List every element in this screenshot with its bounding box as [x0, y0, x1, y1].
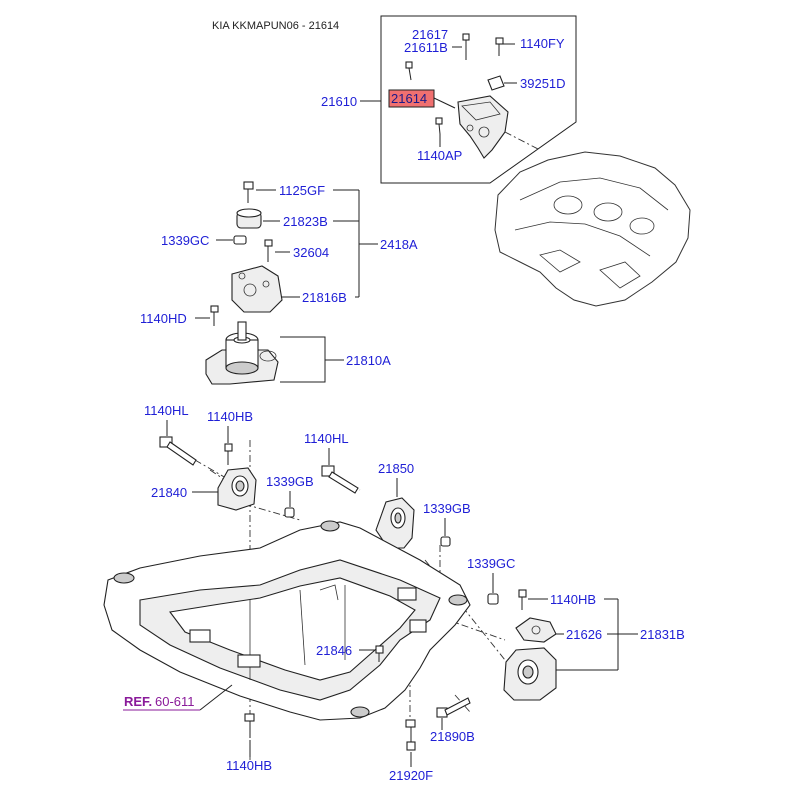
- label-ref-value[interactable]: 60-611: [155, 694, 195, 709]
- label-ref-prefix[interactable]: REF.: [124, 694, 152, 709]
- subframe-crossmember: [103, 520, 471, 721]
- bolt-21614: [405, 61, 413, 81]
- label-1125GF[interactable]: 1125GF: [279, 183, 325, 198]
- label-21626[interactable]: 21626: [566, 627, 602, 642]
- bolt-21846: [375, 645, 384, 662]
- label-21816B[interactable]: 21816B: [302, 290, 347, 305]
- label-21614[interactable]: 21614: [391, 91, 427, 106]
- bolt-32604: [264, 239, 273, 262]
- label-32604[interactable]: 32604: [293, 245, 329, 260]
- bolt-1140FY: [495, 37, 515, 56]
- bolt-1140HB-right: [518, 589, 527, 610]
- mount-21831B: [503, 647, 557, 701]
- label-1339GB-left[interactable]: 1339GB: [266, 474, 314, 489]
- diagram-title: KIA KKMAPUN06 - 21614: [212, 20, 339, 32]
- nut-1339GB-left: [284, 507, 295, 518]
- clip-39251D: [487, 75, 517, 91]
- bracket-21610: [457, 95, 509, 159]
- mount-21810A: [205, 321, 279, 385]
- label-39251D[interactable]: 39251D: [520, 76, 566, 91]
- insulator-21823B: [236, 208, 262, 229]
- label-1140FY[interactable]: 1140FY: [520, 36, 565, 51]
- nut-1339GC-right: [487, 593, 499, 605]
- label-21840[interactable]: 21840: [151, 485, 187, 500]
- label-21617[interactable]: 21617: [412, 27, 448, 42]
- bolt-1140HB-left: [224, 443, 233, 465]
- nut-1339GB-right: [440, 536, 451, 547]
- bolt-1125GF: [243, 181, 254, 203]
- label-21831B[interactable]: 21831B: [640, 627, 685, 642]
- label-21846[interactable]: 21846: [316, 643, 352, 658]
- label-21610[interactable]: 21610: [321, 94, 357, 109]
- label-1140HB-left[interactable]: 1140HB: [207, 409, 253, 424]
- label-21850[interactable]: 21850: [378, 461, 414, 476]
- label-1140HB-right[interactable]: 1140HB: [550, 592, 596, 607]
- label-1140HB-bottom[interactable]: 1140HB: [226, 758, 272, 773]
- label-1339GC-right[interactable]: 1339GC: [467, 556, 515, 571]
- label-1140HD[interactable]: 1140HD: [140, 311, 187, 326]
- bracket-21816B: [231, 265, 283, 313]
- nut-1339GC-top: [233, 235, 247, 245]
- bolt-1140HB-bottom: [244, 713, 255, 738]
- label-21890B[interactable]: 21890B: [430, 729, 475, 744]
- bolt-1140AP: [435, 117, 443, 135]
- label-1140AP[interactable]: 1140AP: [417, 148, 462, 163]
- assembly-box-21610: [380, 15, 577, 184]
- label-2418A[interactable]: 2418A: [380, 237, 418, 252]
- mount-21850: [375, 497, 415, 549]
- label-1140HL-mid[interactable]: 1140HL: [304, 431, 349, 446]
- bolt-1140HL-mid: [321, 465, 359, 494]
- label-21823B[interactable]: 21823B: [283, 214, 328, 229]
- label-21611B[interactable]: 21611B: [404, 40, 448, 55]
- bracket-21626: [515, 617, 557, 643]
- bolt-1140HL-left: [159, 436, 197, 466]
- bolt-21920F: [405, 719, 416, 751]
- label-21920F[interactable]: 21920F: [389, 768, 433, 783]
- bolt-1140HD: [210, 305, 219, 326]
- label-1339GB-right[interactable]: 1339GB: [423, 501, 471, 516]
- engine-block: [494, 151, 691, 307]
- stud-21611B: [462, 33, 470, 60]
- label-1140HL-left[interactable]: 1140HL: [144, 403, 189, 418]
- label-1339GC-top[interactable]: 1339GC: [161, 233, 209, 248]
- label-21810A[interactable]: 21810A: [346, 353, 391, 368]
- bolt-21890B: [436, 697, 471, 718]
- mount-21840: [217, 467, 257, 511]
